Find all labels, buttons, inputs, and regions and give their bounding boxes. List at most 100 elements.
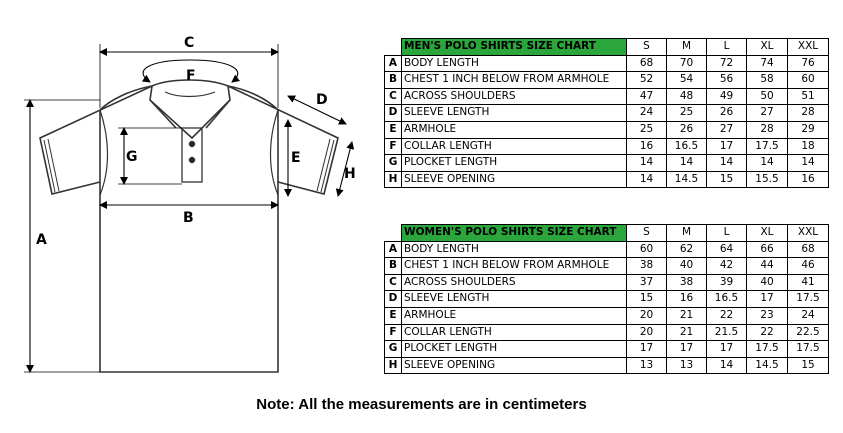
size-header-s: S [626, 38, 667, 56]
measurement-value: 76 [787, 54, 829, 73]
measurement-name: ARMHOLE [401, 120, 627, 139]
measurement-name: COLLAR LENGTH [401, 323, 627, 342]
measurement-value: 14.5 [666, 170, 707, 189]
measurement-value: 68 [787, 240, 829, 259]
row-letter: H [384, 170, 402, 189]
label-c: C [184, 35, 194, 51]
measurement-value: 48 [666, 87, 707, 106]
label-a: A [36, 232, 47, 248]
measurement-value: 49 [706, 87, 747, 106]
measurement-value: 38 [626, 257, 667, 275]
measurement-value: 22 [746, 323, 788, 342]
measurement-value: 15 [706, 170, 747, 189]
measurement-value: 15 [626, 290, 667, 308]
measurement-value: 15 [787, 356, 829, 375]
label-f: F [186, 68, 196, 84]
size-header-s: S [626, 224, 667, 242]
measurement-value: 56 [706, 71, 747, 89]
shirt-outline [39, 79, 339, 373]
row-letter: F [384, 323, 402, 342]
measurement-name: ARMHOLE [401, 306, 627, 325]
measurement-value: 41 [787, 273, 829, 292]
measurement-value: 40 [666, 257, 707, 275]
measurement-arrows [24, 44, 355, 373]
measurement-name: SLEEVE OPENING [401, 356, 627, 375]
row-letter: C [384, 273, 402, 292]
measurement-value: 25 [626, 120, 667, 139]
measurement-value: 27 [746, 104, 788, 122]
size-header-xl: XL [746, 224, 788, 242]
row-letter: G [384, 154, 402, 172]
label-b: B [183, 210, 194, 226]
measurement-value: 14 [746, 154, 788, 172]
measurement-value: 17.5 [746, 340, 788, 358]
measurement-name: SLEEVE LENGTH [401, 290, 627, 308]
row-letter: A [384, 240, 402, 259]
measurement-value: 17 [626, 340, 667, 358]
measurement-value: 20 [626, 306, 667, 325]
measurement-value: 46 [787, 257, 829, 275]
measurement-value: 13 [626, 356, 667, 375]
measurement-name: ACROSS SHOULDERS [401, 273, 627, 292]
measurement-value: 58 [746, 71, 788, 89]
measurement-value: 17.5 [787, 340, 829, 358]
measurement-value: 13 [666, 356, 707, 375]
measurement-value: 17 [666, 340, 707, 358]
size-header-l: L [706, 224, 747, 242]
measurement-value: 16 [626, 137, 667, 156]
measurement-value: 17 [706, 137, 747, 156]
measurement-value: 38 [666, 273, 707, 292]
measurement-value: 40 [746, 273, 788, 292]
measurement-name: PLOCKET LENGTH [401, 340, 627, 358]
row-letter: F [384, 137, 402, 156]
label-e: E [291, 150, 301, 166]
measurement-value: 64 [706, 240, 747, 259]
size-header-m: M [666, 38, 707, 56]
measurement-value: 17 [706, 340, 747, 358]
measurement-value: 51 [787, 87, 829, 106]
measurement-value: 23 [746, 306, 788, 325]
polo-shirt-diagram: A C F B G E D H [0, 0, 380, 400]
size-header-xl: XL [746, 38, 788, 56]
measurement-name: BODY LENGTH [401, 240, 627, 259]
measurement-name: ACROSS SHOULDERS [401, 87, 627, 106]
measurement-value: 28 [746, 120, 788, 139]
measurement-value: 16.5 [706, 290, 747, 308]
measurement-value: 25 [666, 104, 707, 122]
label-g: G [126, 149, 138, 165]
measurement-value: 66 [746, 240, 788, 259]
measurement-value: 17.5 [787, 290, 829, 308]
measurement-value: 42 [706, 257, 747, 275]
measurement-value: 16.5 [666, 137, 707, 156]
measurement-value: 37 [626, 273, 667, 292]
measurement-value: 26 [666, 120, 707, 139]
measurement-value: 16 [787, 170, 829, 189]
measurement-value: 14 [706, 154, 747, 172]
row-letter: A [384, 54, 402, 73]
row-letter: G [384, 340, 402, 358]
measurement-value: 22 [706, 306, 747, 325]
measurement-name: COLLAR LENGTH [401, 137, 627, 156]
measurement-value: 44 [746, 257, 788, 275]
measurement-value: 24 [787, 306, 829, 325]
measurement-value: 20 [626, 323, 667, 342]
measurement-value: 14 [626, 170, 667, 189]
measurement-value: 74 [746, 54, 788, 73]
measurement-value: 62 [666, 240, 707, 259]
measurement-name: SLEEVE LENGTH [401, 104, 627, 122]
measurement-value: 68 [626, 54, 667, 73]
label-h: H [344, 166, 356, 182]
